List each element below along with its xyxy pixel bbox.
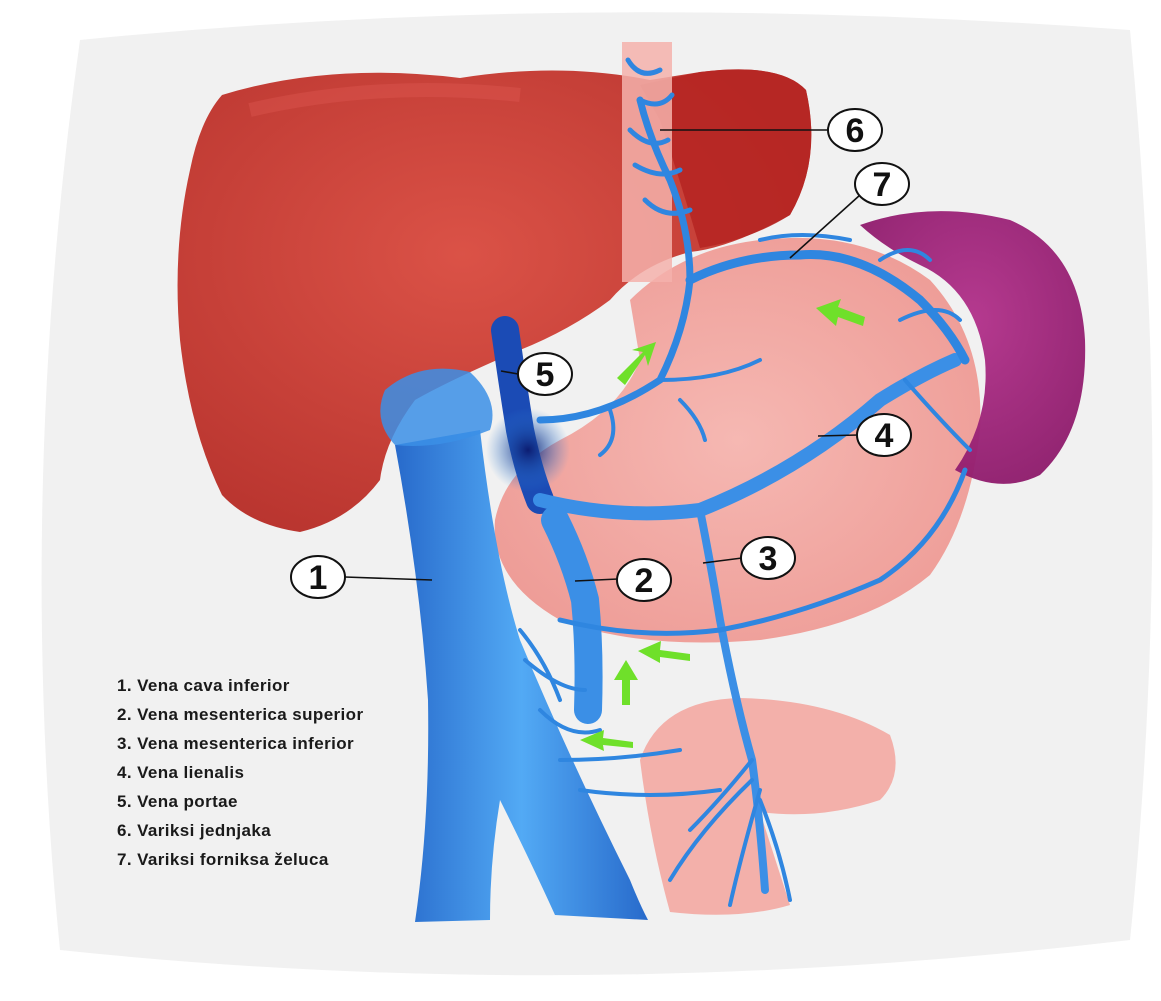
legend-item-6: 6. Variksi jednjaka [117, 821, 364, 850]
marker-7: 7 [855, 163, 909, 205]
marker-6: 6 [828, 109, 882, 151]
legend-item-3: 3. Vena mesenterica inferior [117, 734, 364, 763]
legend: 1. Vena cava inferior 2. Vena mesenteric… [117, 676, 364, 879]
legend-item-5: 5. Vena portae [117, 792, 364, 821]
marker-4-number: 4 [875, 417, 894, 455]
marker-1: 1 [291, 556, 345, 598]
leader-4 [818, 435, 858, 436]
marker-2: 2 [617, 559, 671, 601]
legend-item-7: 7. Variksi forniksa želuca [117, 850, 364, 879]
marker-5: 5 [518, 353, 572, 395]
marker-1-number: 1 [309, 559, 328, 597]
marker-6-number: 6 [846, 112, 865, 150]
marker-7-number: 7 [873, 166, 892, 204]
marker-3-number: 3 [759, 540, 778, 578]
marker-2-number: 2 [635, 562, 654, 600]
legend-item-2: 2. Vena mesenterica superior [117, 705, 364, 734]
legend-item-1: 1. Vena cava inferior [117, 676, 364, 705]
marker-4: 4 [857, 414, 911, 456]
marker-5-number: 5 [536, 356, 555, 394]
marker-3: 3 [741, 537, 795, 579]
legend-item-4: 4. Vena lienalis [117, 763, 364, 792]
